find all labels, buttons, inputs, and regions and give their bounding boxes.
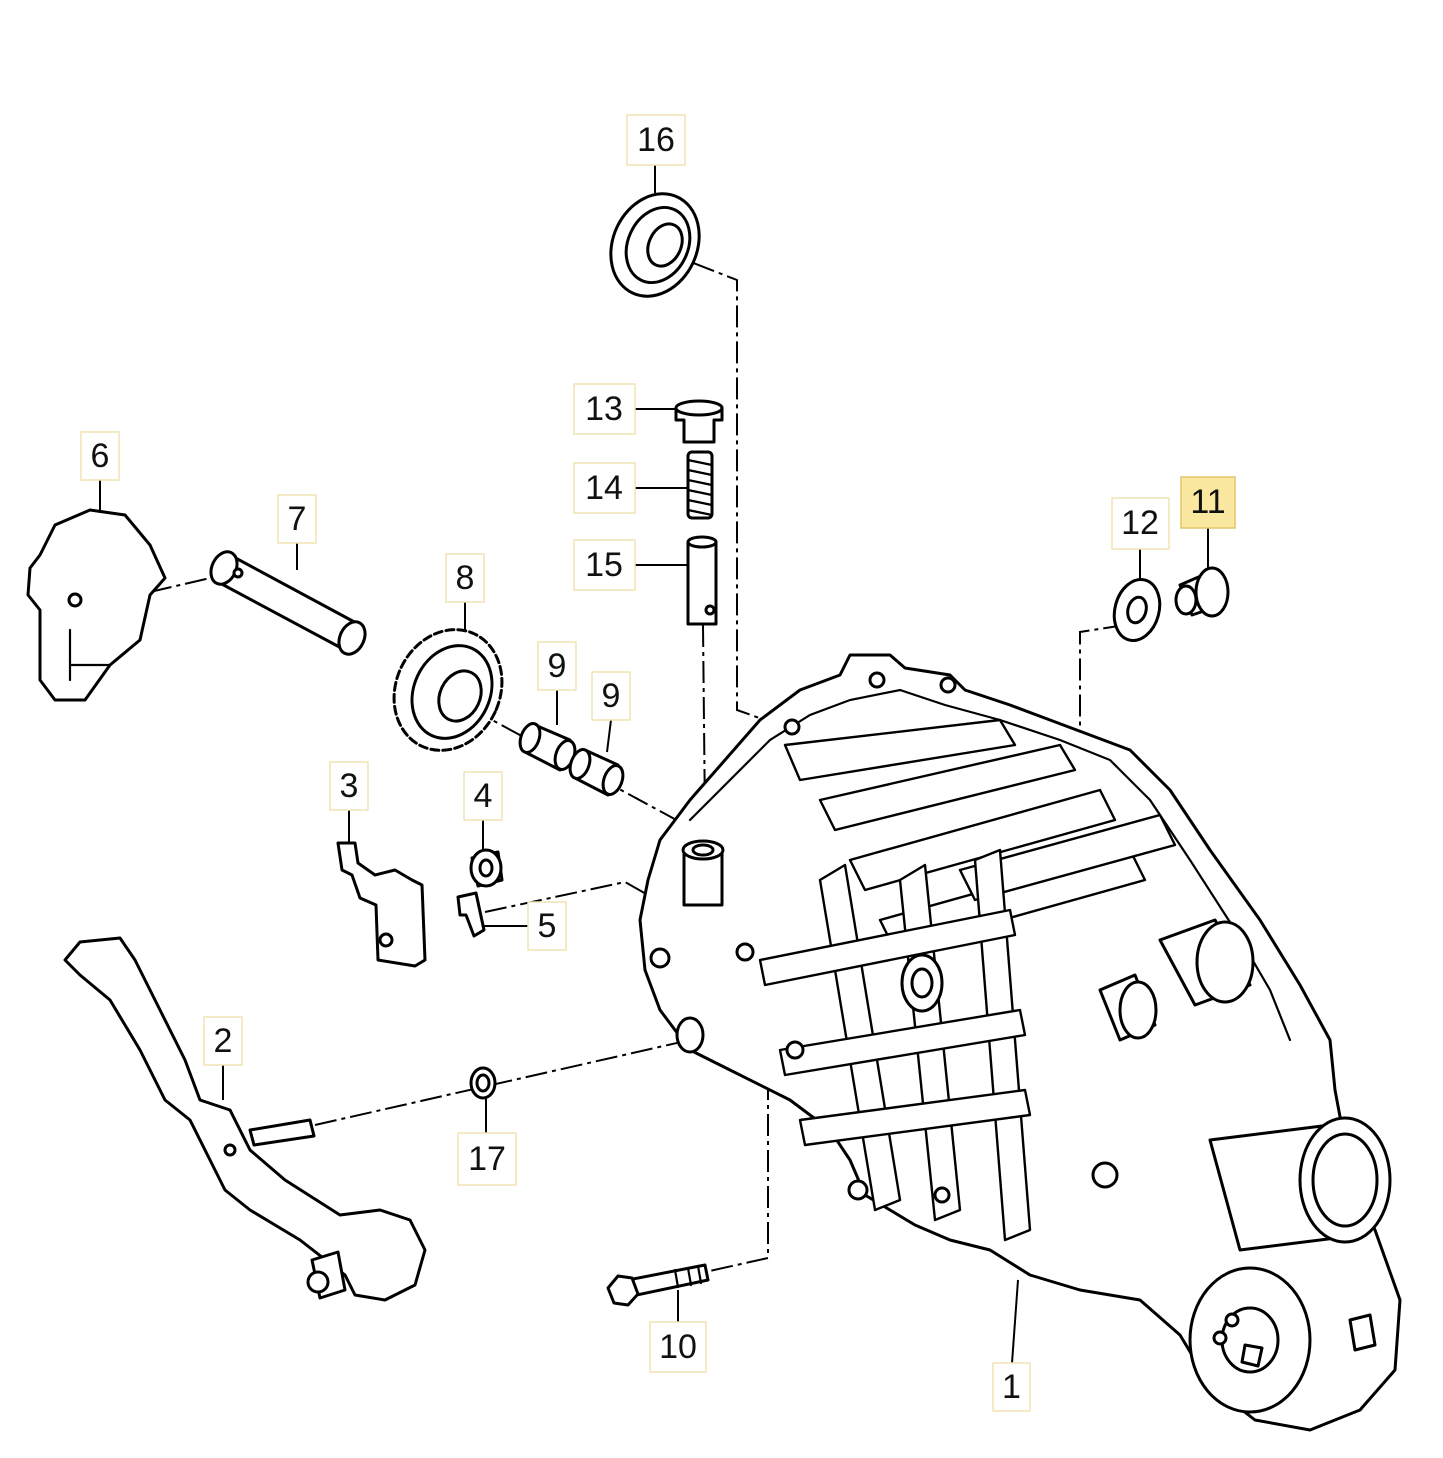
washer-part-17 xyxy=(469,1066,497,1100)
label-12: 12 xyxy=(1111,497,1170,550)
label-text: 8 xyxy=(456,559,475,597)
label-box xyxy=(203,1016,243,1066)
label-text: 17 xyxy=(468,1140,506,1178)
plug-part-13 xyxy=(674,399,724,444)
pin-part-15 xyxy=(686,535,718,626)
label-text: 9 xyxy=(548,647,567,685)
label-1: 1 xyxy=(992,1362,1031,1412)
label-17: 17 xyxy=(457,1132,517,1186)
label-box xyxy=(457,1132,517,1186)
lever-part-2 xyxy=(63,936,427,1302)
label-text: 7 xyxy=(288,500,307,538)
label-box xyxy=(591,671,631,721)
needle-bearing-part-9b xyxy=(568,748,625,797)
bushing-part-4 xyxy=(469,848,504,888)
label-5: 5 xyxy=(527,901,567,951)
label-text: 15 xyxy=(585,546,623,584)
label-text: 14 xyxy=(585,469,623,507)
label-9b: 9 xyxy=(591,671,631,721)
label-text: 4 xyxy=(474,777,493,815)
label-3: 3 xyxy=(329,761,369,811)
label-box xyxy=(626,114,686,166)
label-text: 11 xyxy=(1190,483,1225,521)
label-box xyxy=(80,431,120,481)
label-4: 4 xyxy=(463,771,503,821)
label-text: 9 xyxy=(602,677,621,715)
label-box xyxy=(573,462,636,514)
label-box xyxy=(573,539,636,591)
bolt-part-10 xyxy=(606,1263,710,1307)
shaft-part-7 xyxy=(209,550,367,656)
label-10: 10 xyxy=(649,1321,707,1373)
label-box xyxy=(329,761,369,811)
label-16: 16 xyxy=(626,114,686,166)
label-box xyxy=(1111,497,1170,550)
label-box xyxy=(992,1362,1031,1412)
label-text: 2 xyxy=(214,1022,233,1060)
label-box xyxy=(277,494,317,544)
housing-part-1 xyxy=(638,653,1402,1432)
bearing-part-16 xyxy=(609,192,701,298)
label-6: 6 xyxy=(80,431,120,481)
leader-lines xyxy=(99,165,1209,1364)
label-2: 2 xyxy=(203,1016,243,1066)
label-text: 13 xyxy=(585,390,623,428)
gear-part-8 xyxy=(392,628,504,752)
label-text: 10 xyxy=(659,1328,697,1366)
label-text: 6 xyxy=(91,437,110,475)
spring-part-14 xyxy=(686,450,714,520)
label-box xyxy=(445,553,485,603)
label-7: 7 xyxy=(277,494,317,544)
label-text: 5 xyxy=(538,907,557,945)
label-text: 3 xyxy=(340,767,359,805)
drain-plug-part-11 xyxy=(1174,566,1230,618)
washer-part-12 xyxy=(1112,578,1162,642)
shift-fork-part-3 xyxy=(336,841,427,968)
label-box xyxy=(527,901,567,951)
cover-part-6 xyxy=(26,508,167,702)
label-text: 12 xyxy=(1121,504,1159,542)
label-9a: 9 xyxy=(537,641,577,691)
label-11: 11 xyxy=(1180,476,1236,529)
label-13: 13 xyxy=(573,383,636,435)
label-box xyxy=(649,1321,707,1373)
label-box xyxy=(463,771,503,821)
clip-part-5 xyxy=(456,891,486,938)
label-box xyxy=(537,641,577,691)
label-text: 1 xyxy=(1002,1368,1021,1406)
label-box xyxy=(1180,476,1236,529)
label-8: 8 xyxy=(445,553,485,603)
label-text: 16 xyxy=(637,121,675,159)
label-box xyxy=(573,383,636,435)
label-15: 15 xyxy=(573,539,636,591)
label-14: 14 xyxy=(573,462,636,514)
